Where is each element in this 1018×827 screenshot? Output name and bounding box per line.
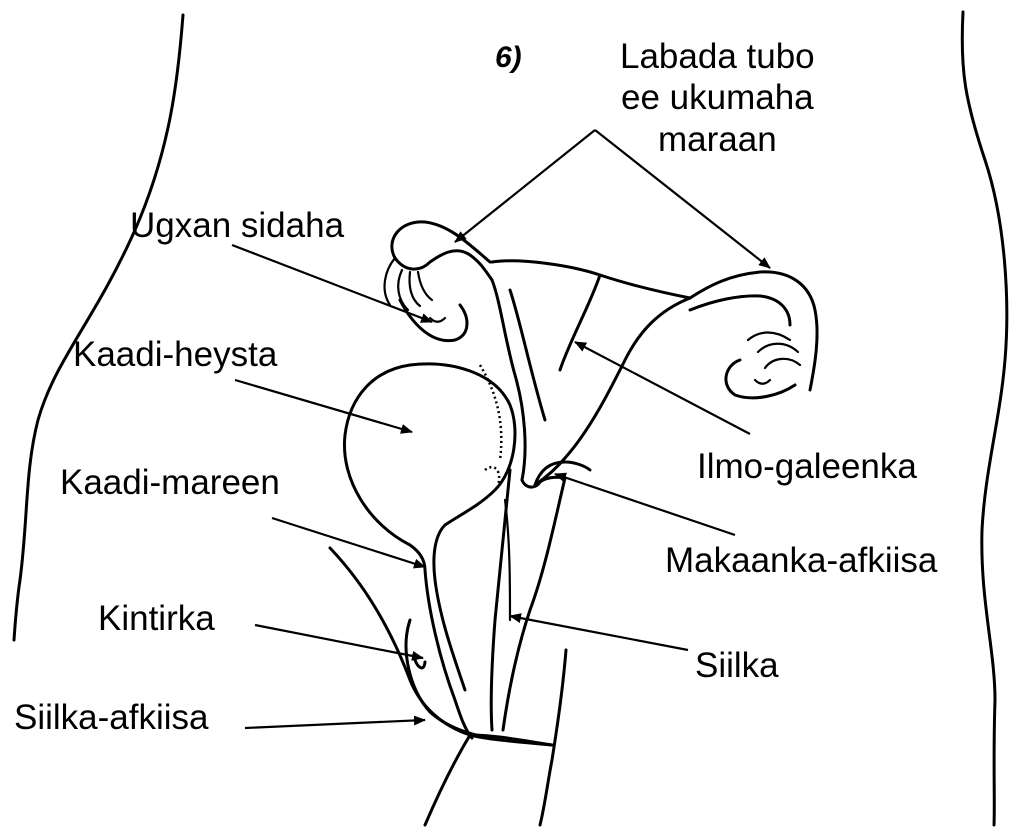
arrow-urethra <box>272 518 425 567</box>
label-kaadi-heysta: Kaadi-heysta <box>73 334 277 375</box>
label-ilmo-galeenka: Ilmo-galeenka <box>697 446 917 487</box>
label-siilka-afkiisa: Siilka-afkiisa <box>14 697 209 738</box>
label-labada-tubo-line2: ee ukumaha <box>620 77 815 118</box>
arrow-ovary <box>232 245 432 322</box>
label-labada-tubo-line3: maraan <box>620 119 815 160</box>
arrow-bladder <box>235 380 412 432</box>
label-makaanka-afkiisa: Makaanka-afkiisa <box>665 540 937 581</box>
arrow-uterus <box>575 342 750 434</box>
label-kaadi-mareen: Kaadi-mareen <box>60 462 280 503</box>
label-kintirka: Kintirka <box>98 598 215 639</box>
label-ugxan-sidaha: Ugxan sidaha <box>130 205 344 246</box>
page-mark: 6) <box>495 40 522 75</box>
label-labada-tubo-line1: Labada tubo <box>620 36 815 77</box>
label-siilka: Siilka <box>695 645 779 686</box>
arrow-vaginal-opening <box>245 720 425 728</box>
arrow-tube-left <box>455 130 595 242</box>
arrow-vagina <box>510 616 688 650</box>
arrow-clitoris <box>255 625 423 658</box>
label-labada-tubo: Labada tubo ee ukumaha maraan <box>620 36 815 160</box>
vagina-drawing <box>491 470 565 730</box>
